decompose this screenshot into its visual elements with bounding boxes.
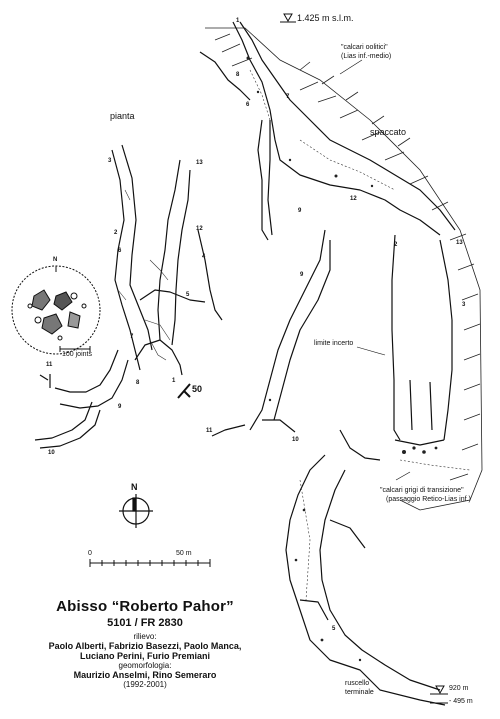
section-floor-texture [246, 56, 438, 662]
lithology-grey-label: "calcari grigi di transizione" [380, 487, 464, 494]
geo-heading: geomorfologia: [118, 661, 172, 670]
section-station-6: 6 [246, 102, 250, 108]
scale-bar [89, 559, 211, 567]
scale-fifty-label: 50 m [176, 550, 192, 557]
section-passage-outline [199, 21, 456, 706]
altitude-marker-bottom [430, 685, 448, 704]
section-station-11: 11 [206, 428, 213, 434]
geo-credits: Maurizio Anselmi, Rino Semeraro [73, 670, 217, 680]
section-station-9: 9 [298, 208, 302, 214]
cave-code: 5101 / FR 2830 [107, 617, 183, 629]
plan-station-5: 5 [186, 292, 190, 298]
dip-symbol [177, 383, 191, 399]
section-station-1: 1 [236, 18, 240, 24]
survey-years: (1992-2001) [123, 680, 167, 689]
uncertain-limit-label: limite incerto [314, 340, 354, 347]
plan-passage-outline [34, 144, 223, 449]
lithology-oolitic-age-label: (Lias inf.-medio) [341, 53, 392, 60]
scale-zero-label: 0 [88, 550, 92, 557]
plan-station-7: 7 [130, 334, 134, 340]
plan-title-label: pianta [110, 111, 135, 121]
compass-north-label: N [131, 482, 138, 492]
plan-station-9: 9 [118, 404, 122, 410]
stream-label-line2: terminale [345, 689, 374, 696]
section-station-5: 5 [332, 626, 336, 632]
section-station-8: 8 [236, 72, 240, 78]
cave-name-title: Abisso “Roberto Pahor” [56, 598, 234, 615]
depth-label: - 495 m [449, 698, 473, 705]
section-station-13: 13 [456, 240, 463, 246]
section-station-7: 7 [286, 94, 290, 100]
section-bedrock-hatching [205, 27, 483, 511]
title-block: Abisso “Roberto Pahor” 5101 / FR 2830 ri… [40, 598, 250, 689]
dip-value-label: 50 [192, 384, 203, 394]
rose-north-label: N [53, 257, 58, 263]
plan-station-3: 3 [108, 158, 112, 164]
section-station-9b: 9 [300, 272, 304, 278]
plan-station-6: 6 [118, 248, 122, 254]
compass-rose [119, 494, 153, 528]
lithology-grey-age-label: (passaggio Retico-Lias inf.) [386, 496, 471, 503]
lithology-oolitic-label: "calcari oolitici" [341, 44, 388, 51]
joint-scale-line [59, 346, 91, 352]
section-station-12: 12 [350, 196, 357, 202]
survey-credits-line2: Luciano Perini, Furio Premiani [79, 651, 211, 661]
plan-station-2: 2 [114, 230, 118, 236]
altitude-bottom-label: 920 m [449, 685, 469, 692]
survey-heading: rilievo: [133, 632, 157, 641]
stream-label-line1: ruscello [345, 680, 370, 687]
joint-scale-label: 100 joints [62, 351, 92, 358]
section-title-label: spaccato [370, 127, 407, 137]
plan-station-11: 11 [46, 362, 53, 368]
plan-station-10: 10 [48, 450, 55, 456]
plan-station-4: 4 [202, 254, 206, 260]
survey-credits-line1: Paolo Alberti, Fabrizio Basezzi, Paolo M… [48, 641, 242, 651]
altitude-top-label: 1.425 m s.l.m. [297, 13, 354, 23]
label-leader-lines [339, 59, 411, 481]
section-station-2: 2 [394, 242, 398, 248]
section-station-3: 3 [462, 302, 466, 308]
plan-inner-detail [117, 189, 171, 361]
plan-station-8: 8 [136, 380, 140, 386]
section-passage-fill-detail [249, 69, 471, 601]
plan-station-12: 12 [196, 226, 203, 232]
section-station-10: 10 [292, 437, 299, 443]
plan-station-13: 13 [196, 160, 203, 166]
joint-rose-diagram [11, 265, 101, 355]
plan-station-1: 1 [172, 378, 176, 384]
altitude-marker-top [280, 13, 296, 23]
